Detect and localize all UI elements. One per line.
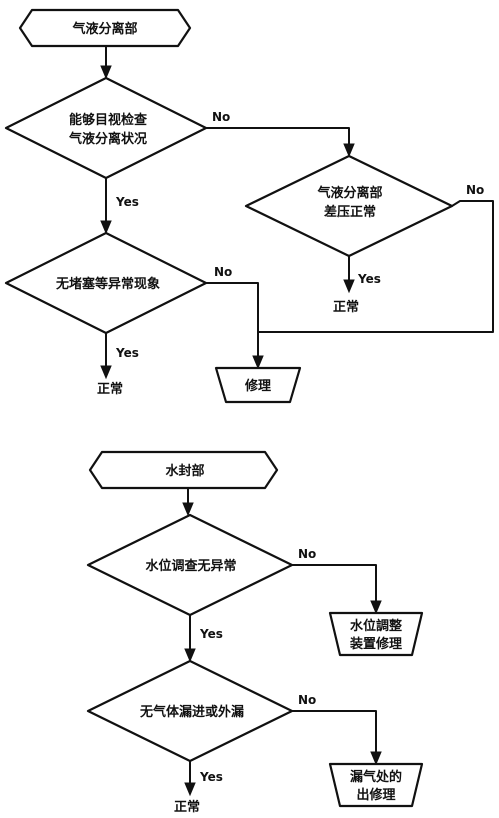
decision-pressure-line2: 差压正常 xyxy=(324,204,376,220)
start-node-label: 气液分离部 xyxy=(72,21,137,37)
connector-level-no xyxy=(291,564,377,608)
label-visual-yes: Yes xyxy=(115,195,139,209)
connector-clog-no xyxy=(205,282,259,333)
repair-leak-line2: 出修理 xyxy=(356,787,395,803)
decision-no-gas-leak-label: 无气体漏进或外漏 xyxy=(139,704,244,720)
result-pressure-normal: 正常 xyxy=(333,299,359,315)
arrowhead xyxy=(184,648,196,663)
result-leak-normal: 正常 xyxy=(174,799,200,815)
label-leak-yes: Yes xyxy=(199,770,223,784)
arrowhead xyxy=(343,279,355,294)
label-clog-yes: Yes xyxy=(115,346,139,360)
label-clog-no: No xyxy=(214,265,232,279)
decision-pressure-line1: 气液分离部 xyxy=(317,185,382,201)
arrowhead xyxy=(370,600,382,615)
start-node-water-seal-label: 水封部 xyxy=(165,463,204,479)
repair-water-level-line1: 水位調整 xyxy=(350,618,403,634)
label-pressure-no: No xyxy=(466,183,484,197)
connector-visual-no xyxy=(205,127,350,151)
label-leak-no: No xyxy=(298,693,316,707)
flowchart-water-seal: 水封部 水位调查无异常 No 水位調整 装置修理 Yes 无气体漏进或外漏 No… xyxy=(86,450,424,815)
label-level-yes: Yes xyxy=(199,627,223,641)
start-node-water-seal xyxy=(88,450,279,490)
result-clog-normal: 正常 xyxy=(97,381,123,397)
decision-water-level-label: 水位调查无异常 xyxy=(145,558,236,574)
repair-leak-line1: 漏气处的 xyxy=(350,769,402,785)
repair-node-label: 修理 xyxy=(244,378,271,394)
start-node-gas-liquid-separator xyxy=(18,8,192,48)
arrowhead xyxy=(370,751,382,766)
decision-visual-check xyxy=(4,76,208,180)
arrowhead xyxy=(184,782,196,797)
label-visual-no: No xyxy=(212,110,230,124)
arrowhead xyxy=(100,365,112,380)
arrowhead xyxy=(100,65,112,80)
repair-leak-node xyxy=(328,762,424,808)
arrowhead xyxy=(100,220,112,235)
decision-visual-check-line2: 气液分离状况 xyxy=(69,131,147,147)
decision-visual-check-line1: 能够目视检查 xyxy=(69,112,148,128)
repair-node xyxy=(214,366,302,404)
arrowhead xyxy=(182,502,194,517)
decision-no-clogging-label: 无堵塞等异常现象 xyxy=(55,276,160,292)
connector-leak-no xyxy=(291,710,377,759)
arrowhead xyxy=(343,143,355,158)
repair-water-level-node xyxy=(328,611,424,657)
label-pressure-yes: Yes xyxy=(357,272,381,286)
repair-water-level-line2: 装置修理 xyxy=(349,636,402,652)
connector-pressure-no xyxy=(257,200,494,363)
label-level-no: No xyxy=(298,547,316,561)
flowchart-gas-liquid-separator: 气液分离部 能够目视检查 气液分离状况 No Yes 气液分离部 差压正常 Ye… xyxy=(4,8,494,404)
arrowhead xyxy=(252,355,264,370)
